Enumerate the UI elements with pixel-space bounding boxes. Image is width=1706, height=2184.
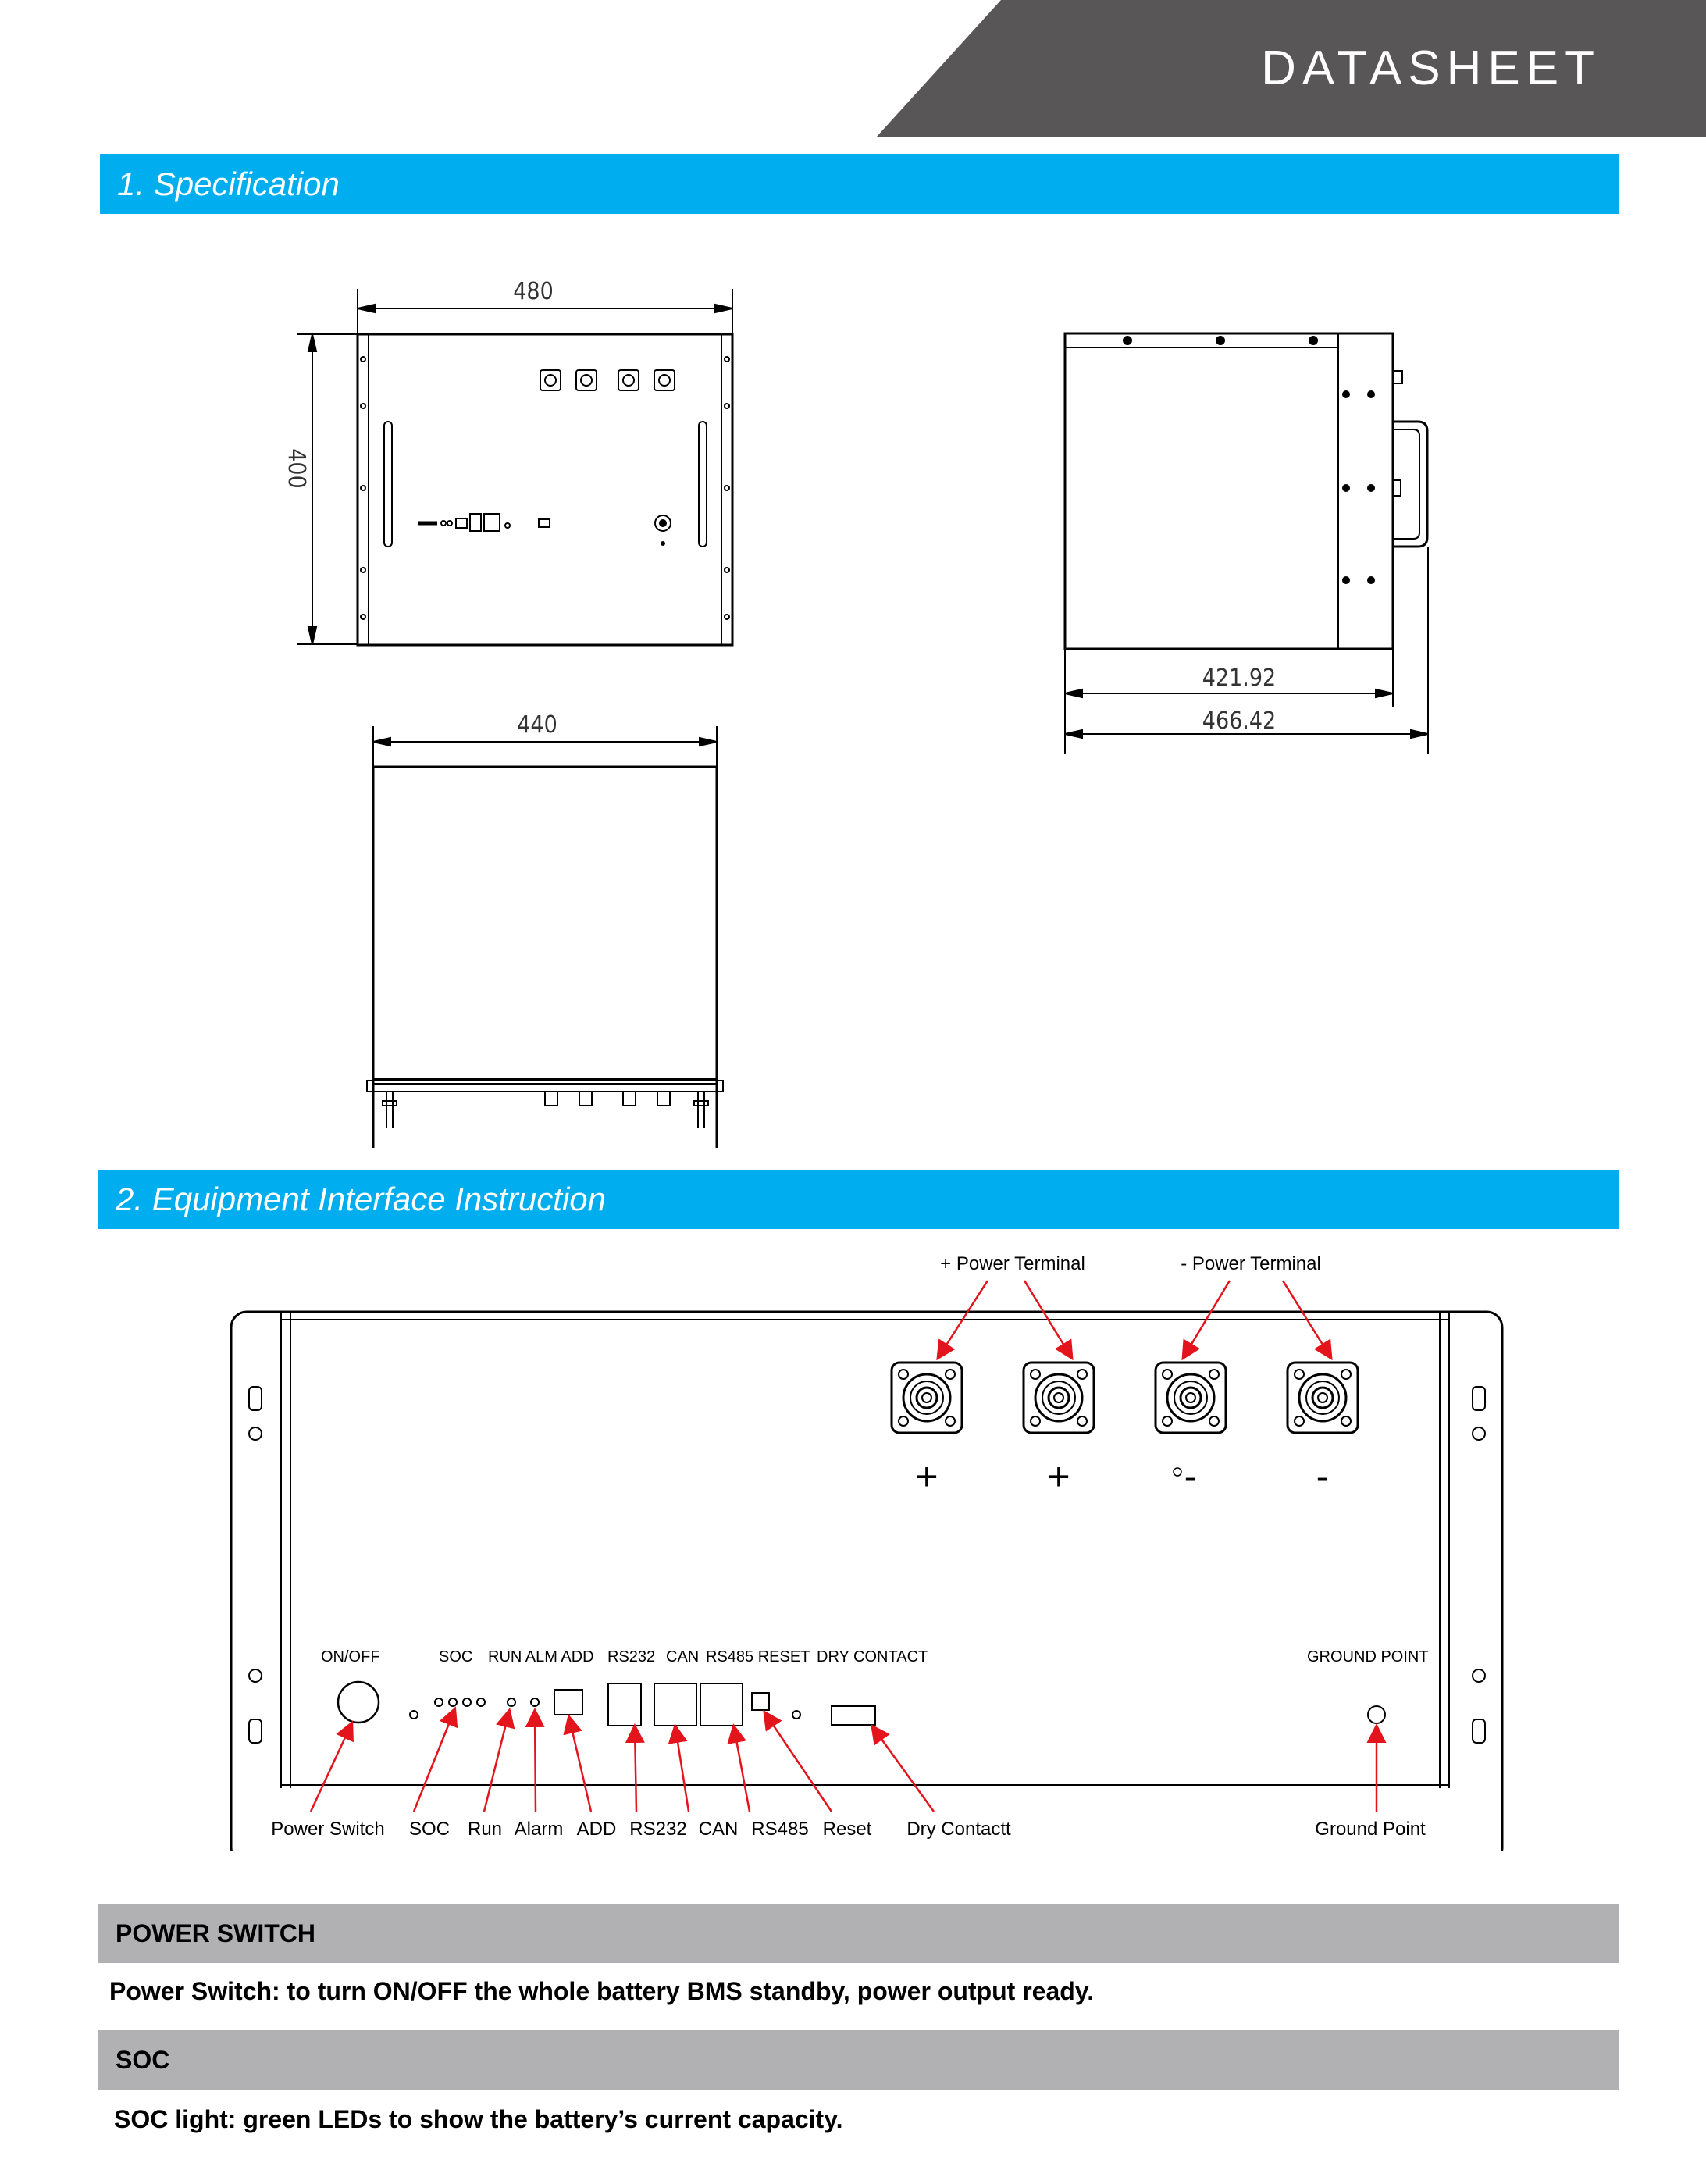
callout-ground: Ground Point [1315, 1819, 1426, 1840]
dim-front-width: 480 [513, 278, 554, 305]
callout-run: Run [468, 1819, 502, 1840]
page-title: DATASHEET [1261, 41, 1601, 95]
terminal-sign-2: + [1047, 1455, 1070, 1498]
port-label-dry: DRY CONTACT [817, 1648, 928, 1666]
dim-front-height: 400 [283, 448, 310, 489]
info-heading-power-switch: POWER SWITCH [98, 1904, 1619, 1963]
info-heading-soc: SOC [98, 2030, 1619, 2090]
callout-rs485: RS485 [751, 1819, 808, 1840]
callout-soc: SOC [409, 1819, 450, 1840]
port-label-onoff: ON/OFF [321, 1648, 380, 1666]
port-label-rs232: RS232 [607, 1648, 655, 1666]
top-view-drawing: 440 [366, 711, 724, 1148]
callout-alarm: Alarm [515, 1819, 564, 1840]
port-label-ground: GROUND POINT [1307, 1648, 1429, 1666]
callout-power-switch: Power Switch [271, 1819, 384, 1840]
callout-reset: Reset [823, 1819, 872, 1840]
section-title-specification: 1. Specification [100, 154, 1619, 214]
power-switch-button [337, 1680, 380, 1724]
callout-rs232: RS232 [629, 1819, 686, 1840]
terminal-sign-3: - [1184, 1455, 1198, 1498]
side-view-drawing: 421.92 466.42 [1063, 332, 1429, 754]
section-title-text: 1. Specification [117, 165, 340, 202]
header-banner [876, 0, 1706, 137]
terminal-sign-1: + [915, 1455, 938, 1498]
dim-top-width: 440 [517, 711, 557, 739]
info-heading-text: SOC [116, 2045, 170, 2074]
callout-dry: Dry Contactt [906, 1819, 1011, 1840]
dim-side-outer: 466.42 [1202, 707, 1276, 735]
port-label-run-alm-add: RUN ALM ADD [488, 1648, 594, 1666]
port-label-soc: SOC [439, 1648, 472, 1666]
info-heading-text: POWER SWITCH [116, 1919, 315, 1947]
info-text-soc: SOC light: green LEDs to show the batter… [114, 2105, 843, 2133]
power-terminals [890, 1361, 1359, 1434]
callout-add: ADD [577, 1819, 617, 1840]
info-text-power-switch: Power Switch: to turn ON/OFF the whole b… [109, 1977, 1095, 2005]
label-pos-terminal: + Power Terminal [940, 1253, 1085, 1274]
terminal-sign-4: - [1316, 1455, 1330, 1498]
port-label-can: CAN [666, 1648, 699, 1666]
label-neg-terminal: - Power Terminal [1181, 1253, 1321, 1274]
front-panel-diagram: + + - - + Power Terminal - Power Termina… [230, 1253, 1504, 1851]
callout-can: CAN [699, 1819, 739, 1840]
front-view-drawing: 480 400 [283, 278, 734, 647]
dim-side-inner: 421.92 [1202, 664, 1276, 692]
port-label-rs485-reset: RS485 RESET [706, 1648, 810, 1666]
section-title-interface: 2. Equipment Interface Instruction [98, 1170, 1619, 1229]
section-title-text: 2. Equipment Interface Instruction [116, 1181, 607, 1217]
